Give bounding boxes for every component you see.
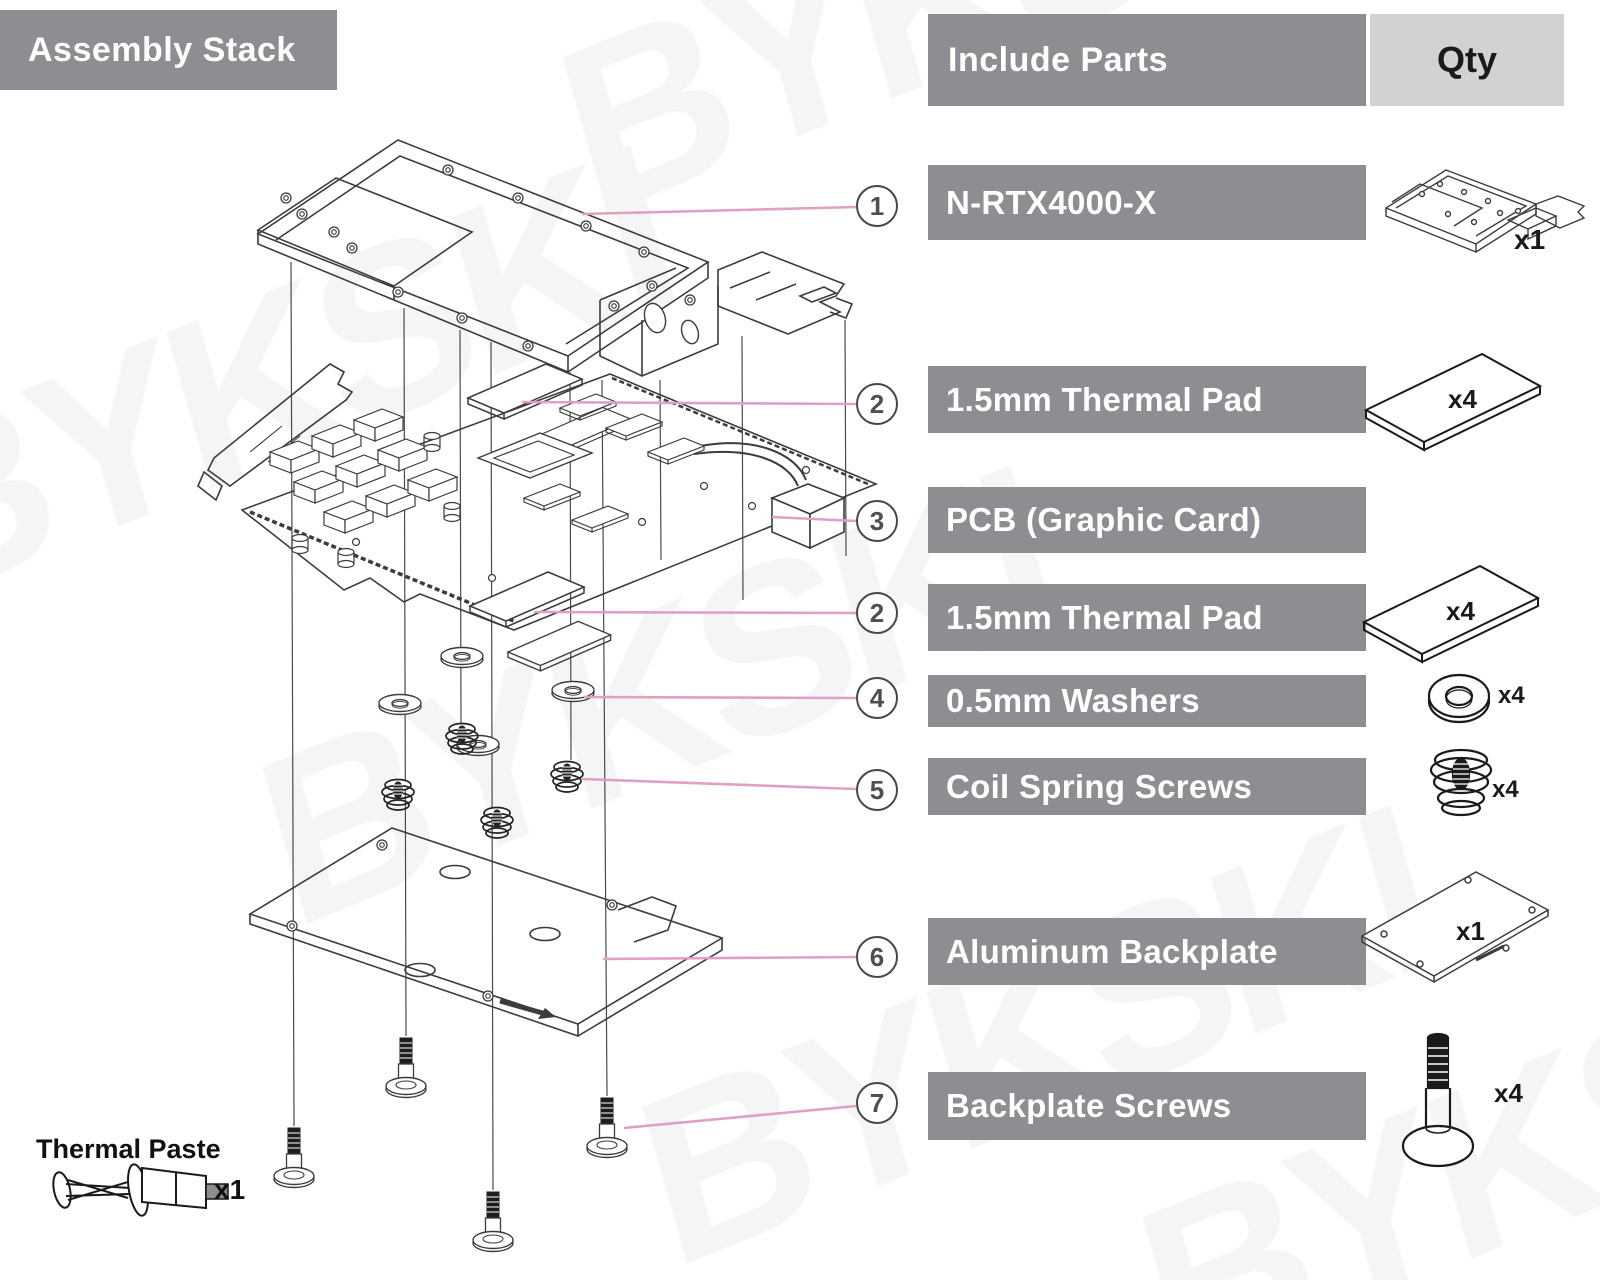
table-row-backplate-screws: Backplate Screws <box>928 1072 1366 1140</box>
table-header-qty: Qty <box>1370 14 1564 106</box>
thermal-paste-label: Thermal Paste <box>36 1134 221 1164</box>
coil-spring-screw-icon <box>1429 748 1493 817</box>
callout-2b: 2 <box>856 592 898 634</box>
table-row-backplate: Aluminum Backplate <box>928 918 1366 985</box>
pcb-drawing <box>197 363 879 631</box>
callout-3: 3 <box>856 500 898 542</box>
table-row-thermal-pad-1: 1.5mm Thermal Pad <box>928 366 1366 433</box>
qty-label-washers: x4 <box>1498 682 1525 709</box>
screw-axis-lines <box>290 261 847 1191</box>
callout-4: 4 <box>856 677 898 719</box>
thermal-paste-qty-label: x1 <box>214 1174 246 1205</box>
water-block-icon <box>1384 169 1586 254</box>
backplate-screws-drawing <box>273 1037 628 1253</box>
table-row-water-block: N-RTX4000-X <box>928 165 1366 240</box>
water-block-drawing <box>256 139 854 377</box>
table-row-coil-spring-screws: Coil Spring Screws <box>928 758 1366 815</box>
page-title: Assembly Stack <box>0 10 337 90</box>
exploded-assembly-diagram <box>52 139 879 1253</box>
qty-label-water-block: x1 <box>1514 224 1546 255</box>
callout-leader-lines <box>521 205 857 1130</box>
qty-label-coil-springs: x4 <box>1492 776 1519 803</box>
qty-label-thermal-pad-1: x4 <box>1448 384 1477 414</box>
backplate-screw-icon <box>1401 1032 1475 1168</box>
table-row-washers: 0.5mm Washers <box>928 675 1366 727</box>
backplate-drawing <box>248 827 724 1038</box>
callout-5: 5 <box>856 769 898 811</box>
washer-icon <box>1427 673 1491 724</box>
qty-label-backplate: x1 <box>1456 916 1485 946</box>
callout-1: 1 <box>856 185 898 227</box>
callout-2: 2 <box>856 383 898 425</box>
thermal-paste-syringe-icon <box>52 1163 229 1217</box>
washers-drawing <box>378 646 595 757</box>
backplate-icon <box>1360 871 1550 984</box>
table-row-pcb: PCB (Graphic Card) <box>928 487 1366 553</box>
qty-label-backplate-screws: x4 <box>1494 1078 1523 1108</box>
callout-7: 7 <box>856 1082 898 1124</box>
callout-6: 6 <box>856 936 898 978</box>
qty-label-thermal-pad-2: x4 <box>1446 596 1475 626</box>
table-row-thermal-pad-2: 1.5mm Thermal Pad <box>928 584 1366 651</box>
thermal-pad-icon <box>1361 564 1541 664</box>
thermal-pad-icon <box>1363 352 1543 452</box>
table-header-include-parts: Include Parts <box>928 14 1366 106</box>
